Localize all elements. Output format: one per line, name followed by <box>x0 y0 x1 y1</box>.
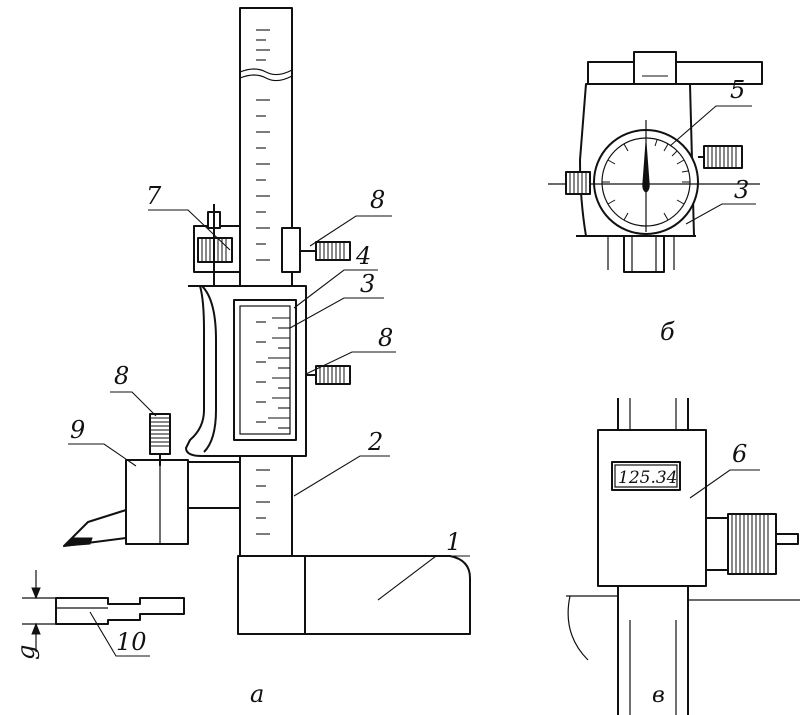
panel-v-caption: в <box>652 683 665 708</box>
scriber-holder-part-9 <box>125 459 189 545</box>
clamp-screw-upper <box>300 241 351 261</box>
callout-4: 4 <box>355 242 371 270</box>
callout-2: 2 <box>367 428 383 456</box>
panel-b-caption: б <box>660 318 675 346</box>
vernier-frame-outline <box>188 285 217 453</box>
digital-display <box>611 461 681 491</box>
insert-part-10 <box>55 597 185 625</box>
callout-8-upper: 8 <box>370 186 385 214</box>
beam-part-2 <box>239 7 293 557</box>
vernier-window-part-4 <box>233 299 297 441</box>
panel-a-caption: а <box>250 680 264 708</box>
upper-clamp-block <box>281 227 301 273</box>
dimension-g-label: g <box>12 645 40 660</box>
callout-8-holder: 8 <box>114 362 129 390</box>
panel-a-leaders <box>68 209 470 657</box>
vernier-scale-part-3 <box>239 305 291 435</box>
scriber-arm <box>185 461 241 509</box>
dial-knob-right <box>698 145 743 169</box>
fine-adjust-unit-part-7 <box>193 204 241 290</box>
clamp-screw-middle <box>306 365 351 385</box>
callout-10: 10 <box>116 628 147 656</box>
callout-9: 9 <box>70 416 85 444</box>
clamp-screw-holder <box>149 413 171 466</box>
panel-v-digital-head: 125.34 6 в <box>566 398 800 715</box>
vernier-scale-ticks <box>256 317 290 429</box>
dial-knob-left <box>565 171 591 195</box>
callout-8-middle: 8 <box>378 324 393 352</box>
dial-indicator-part-5 <box>548 120 760 235</box>
callout-6: 6 <box>732 440 747 468</box>
digital-head-knob <box>705 513 799 575</box>
callout-3: 3 <box>360 270 375 298</box>
dimension-g: g <box>12 570 56 660</box>
panel-a-height-gauge: g 1 2 3 4 7 8 8 8 9 10 а <box>12 7 471 708</box>
panel-b-dial-head: 5 3 б <box>548 51 763 346</box>
base-part-1 <box>237 555 471 635</box>
callout-5: 5 <box>730 76 745 104</box>
digital-head-body <box>597 429 707 587</box>
digital-readout-value: 125.34 <box>618 468 677 488</box>
callout-3-dial: 3 <box>734 176 749 204</box>
beam-scale-ticks <box>256 29 270 535</box>
callout-7: 7 <box>146 182 162 210</box>
callout-1: 1 <box>446 528 461 556</box>
